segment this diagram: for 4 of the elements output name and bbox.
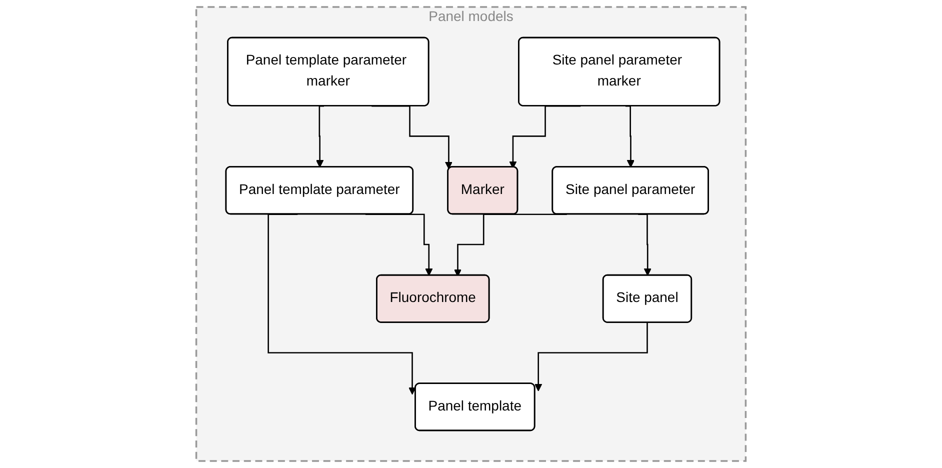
- arrow: [268, 214, 416, 395]
- arrow: [625, 105, 635, 168]
- arrow: [316, 105, 324, 168]
- arrow: [534, 322, 648, 392]
